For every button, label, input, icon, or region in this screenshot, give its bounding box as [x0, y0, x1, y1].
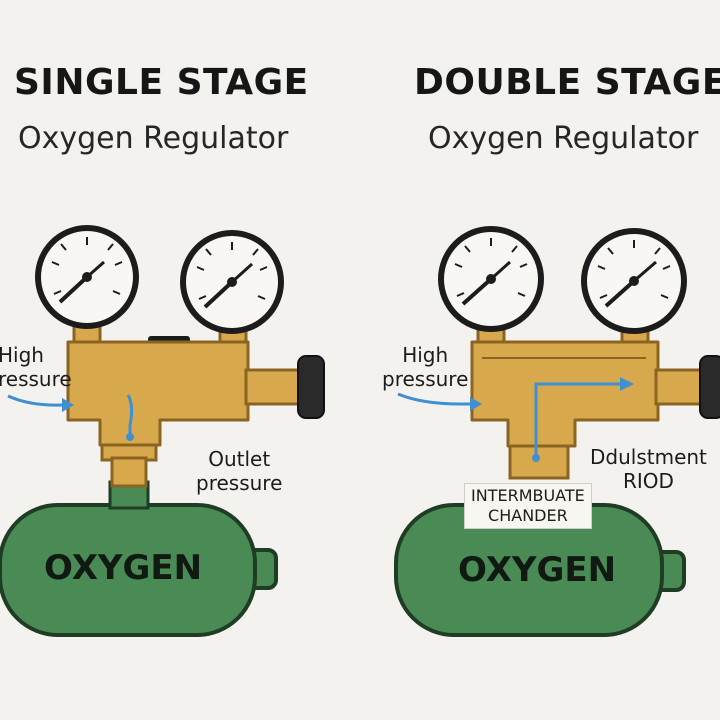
regulator-body	[66, 336, 325, 447]
regulator-body	[470, 340, 720, 448]
outlet-pressure-label: Outlet pressure	[196, 447, 283, 495]
inlet-gauge	[35, 225, 139, 347]
oxygen-cylinder-label: OXYGEN	[44, 548, 203, 588]
single-stage-subtitle: Oxygen Regulator	[18, 121, 289, 156]
oxygen-cylinder	[394, 503, 686, 637]
outlet-gauge	[581, 228, 687, 347]
single-stage-panel: SINGLE STAGE Oxygen Regulator	[0, 62, 325, 637]
flow-path	[7, 394, 134, 441]
flow-path	[397, 377, 634, 462]
single-stage-regulator-diagram	[0, 225, 325, 637]
adjustment-rod-label: Ddulstment RIOD	[590, 445, 707, 493]
double-stage-title: DOUBLE STAGE	[414, 62, 720, 103]
inlet-gauge	[438, 226, 544, 347]
double-stage-panel: DOUBLE STAGE Oxygen Regulator	[360, 0, 720, 720]
single-stage-title: SINGLE STAGE	[14, 62, 309, 103]
inlet-pressure-label: High ressure	[0, 343, 72, 391]
regulator-stem	[100, 438, 158, 488]
outlet-gauge	[180, 230, 284, 347]
intermediate-chamber-label: INTERMBUATE CHANDER	[464, 483, 592, 529]
double-stage-regulator-diagram	[394, 226, 720, 637]
inlet-pressure-label: High pressure	[382, 343, 469, 391]
double-stage-subtitle: Oxygen Regulator	[428, 121, 699, 156]
oxygen-cylinder-label: OXYGEN	[458, 550, 617, 590]
